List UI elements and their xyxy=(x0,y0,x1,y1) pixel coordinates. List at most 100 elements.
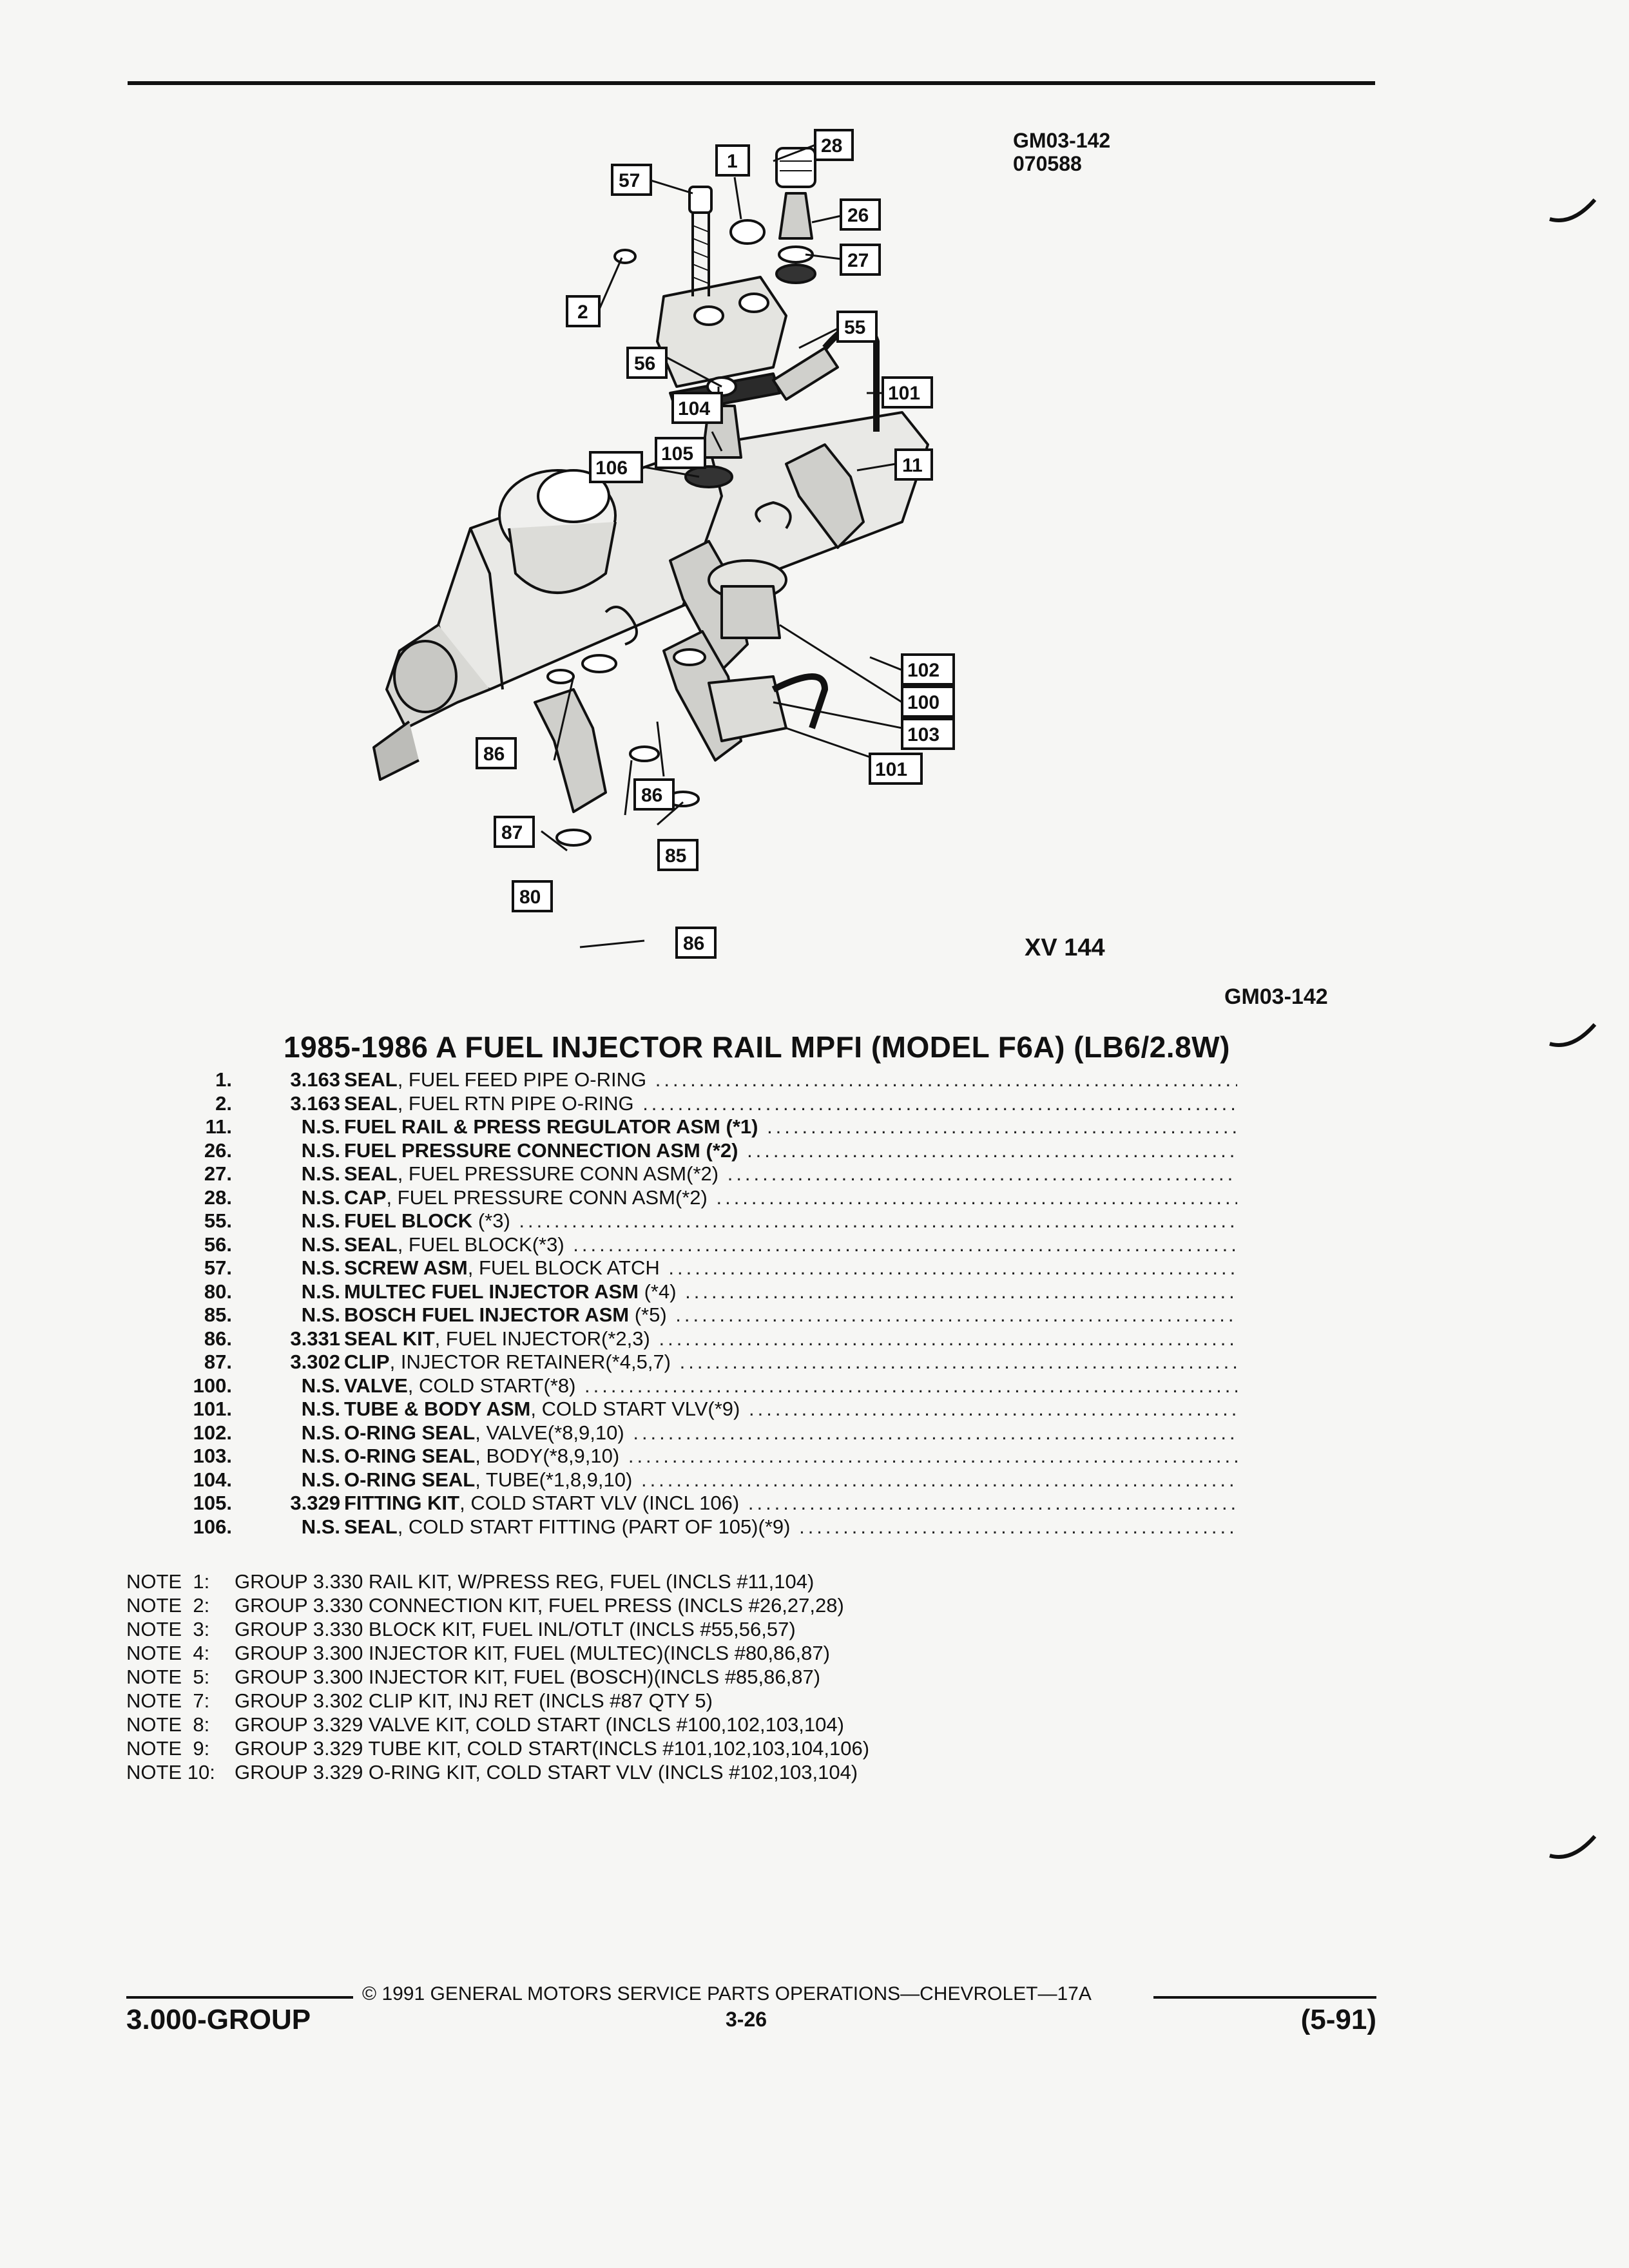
figure-id-right: GM03-142 xyxy=(1224,985,1328,1009)
callout-1: 1 xyxy=(715,144,750,177)
svg-text:56: 56 xyxy=(634,353,655,374)
note-text: GROUP 3.329 VALVE KIT, COLD START (INCLS… xyxy=(235,1713,844,1736)
svg-text:87: 87 xyxy=(501,822,523,843)
part-ref: 55. xyxy=(204,1209,232,1232)
footer-copyright: © 1991 GENERAL MOTORS SERVICE PARTS OPER… xyxy=(362,1983,1092,2004)
callout-11: 11 xyxy=(894,448,933,481)
note-text: GROUP 3.300 INJECTOR KIT, FUEL (BOSCH)(I… xyxy=(235,1666,821,1688)
leader-dots: ........................................… xyxy=(799,1515,1237,1538)
margin-mark xyxy=(1549,1023,1597,1047)
part-group: 3.329 xyxy=(290,1492,340,1514)
note-text: GROUP 3.329 O-RING KIT, COLD START VLV (… xyxy=(235,1761,858,1783)
note-text: GROUP 3.330 RAIL KIT, W/PRESS REG, FUEL … xyxy=(235,1570,815,1593)
note-text: GROUP 3.330 CONNECTION KIT, FUEL PRESS (… xyxy=(235,1594,844,1617)
part-name: VALVE xyxy=(344,1374,408,1397)
footer-rule-left xyxy=(126,1996,353,1999)
part-ref: 28. xyxy=(204,1186,232,1209)
svg-text:2: 2 xyxy=(577,302,588,323)
top-rule xyxy=(128,81,1375,85)
parts-list-title: 1985-1986 A FUEL INJECTOR RAIL MPFI (MOD… xyxy=(284,1030,1230,1064)
leader-dots: ........................................… xyxy=(767,1115,1237,1138)
svg-text:101: 101 xyxy=(888,383,920,404)
part-detail: , INJECTOR RETAINER(*4,5,7) xyxy=(389,1350,671,1373)
callout-102: 102 xyxy=(901,653,955,686)
part-group: N.S. xyxy=(301,1186,340,1209)
part-row: 28. N.S.CAP, FUEL PRESSURE CONN ASM(*2) .… xyxy=(142,1186,1237,1210)
leader-dots: ........................................… xyxy=(641,1468,1237,1491)
part-name: MULTEC FUEL INJECTOR ASM xyxy=(344,1280,639,1303)
leader-dots: ........................................… xyxy=(659,1327,1237,1350)
part-group: 3.331 xyxy=(290,1327,340,1350)
note-label: NOTE 5: xyxy=(126,1666,210,1688)
part-name: O-RING SEAL xyxy=(344,1421,476,1444)
part-description: SCREW ASM, FUEL BLOCK ATCH .............… xyxy=(344,1256,1237,1280)
part-detail: , VALVE(*8,9,10) xyxy=(475,1421,624,1444)
part-ref: 101. xyxy=(193,1398,232,1420)
part-group: N.S. xyxy=(301,1233,340,1256)
leader-dots: ........................................… xyxy=(679,1350,1237,1373)
part-row: 100.N.S.VALVE, COLD START(*8) ..........… xyxy=(142,1374,1237,1398)
note-row: NOTE 9: GROUP 3.329 TUBE KIT, COLD START(… xyxy=(126,1736,869,1760)
part-detail: , COLD START(*8) xyxy=(407,1374,576,1397)
part-group: N.S. xyxy=(301,1398,340,1420)
callout-106: 106 xyxy=(589,451,643,483)
note-row: NOTE 4:GROUP 3.300 INJECTOR KIT, FUEL (M… xyxy=(126,1641,869,1665)
part-group: N.S. xyxy=(301,1374,340,1397)
part-description: O-RING SEAL, VALVE(*8,9,10) ............… xyxy=(344,1421,1237,1445)
part-description: SEAL KIT, FUEL INJECTOR(*2,3) ..........… xyxy=(344,1327,1237,1350)
part-name: TUBE & BODY ASM xyxy=(344,1398,531,1420)
part-name: CAP xyxy=(344,1186,387,1209)
note-label: NOTE 7: xyxy=(126,1689,210,1712)
part-detail: , BODY(*8,9,10) xyxy=(475,1445,620,1467)
svg-text:28: 28 xyxy=(821,135,842,157)
part-group: N.S. xyxy=(301,1468,340,1491)
leader-dots: ........................................… xyxy=(573,1233,1237,1256)
part-name: SCREW ASM xyxy=(344,1256,468,1279)
part-ref: 26. xyxy=(204,1139,232,1162)
note-label: NOTE 9: xyxy=(126,1737,210,1760)
leader-dots: ........................................… xyxy=(628,1445,1237,1467)
leader-dots: ........................................… xyxy=(747,1492,1237,1514)
part-group: 3.163 xyxy=(290,1068,340,1091)
callout-103: 103 xyxy=(901,718,955,750)
part-group: N.S. xyxy=(301,1303,340,1326)
part-description: VALVE, COLD START(*8) ..................… xyxy=(344,1374,1237,1398)
leader-dots: ........................................… xyxy=(668,1256,1237,1279)
svg-text:105: 105 xyxy=(661,443,693,465)
part-description: SEAL, FUEL PRESSURE CONN ASM(*2) .......… xyxy=(344,1162,1237,1186)
callout-2: 2 xyxy=(566,295,601,327)
note-row: NOTE 1:GROUP 3.330 RAIL KIT, W/PRESS REG… xyxy=(126,1570,869,1593)
part-ref: 105. xyxy=(193,1492,232,1514)
leader-dots: ........................................… xyxy=(747,1139,1237,1162)
callout-86-left: 86 xyxy=(476,737,517,769)
svg-text:100: 100 xyxy=(907,692,940,713)
part-row: 56.N.S.SEAL, FUEL BLOCK(*3) ............… xyxy=(142,1233,1237,1257)
margin-mark xyxy=(1549,198,1597,222)
part-ref: 57. xyxy=(204,1256,232,1279)
note-row: NOTE 2:GROUP 3.330 CONNECTION KIT, FUEL … xyxy=(126,1593,869,1617)
part-ref: 104. xyxy=(193,1468,232,1491)
part-description: SEAL, COLD START FITTING (PART OF 105)(*… xyxy=(344,1515,1237,1539)
part-name: BOSCH FUEL INJECTOR ASM xyxy=(344,1303,630,1326)
footer-rule-right xyxy=(1153,1996,1376,1999)
part-row: 101.N.S.TUBE & BODY ASM, COLD START VLV(… xyxy=(142,1398,1237,1421)
callout-86-bottom: 86 xyxy=(675,927,717,959)
callout-57: 57 xyxy=(611,164,652,196)
part-ref: 102. xyxy=(193,1421,232,1444)
footer-group: 3.000-GROUP xyxy=(126,2004,311,2035)
note-text: GROUP 3.329 TUBE KIT, COLD START(INCLS #… xyxy=(235,1737,870,1760)
part-detail: (*3) xyxy=(472,1209,510,1232)
note-row: NOTE 7:GROUP 3.302 CLIP KIT, INJ RET (IN… xyxy=(126,1689,869,1713)
leader-dots: ........................................… xyxy=(716,1186,1237,1209)
part-row: 26.N.S.FUEL PRESSURE CONNECTION ASM (*2)… xyxy=(142,1139,1237,1163)
part-detail: , FUEL PRESSURE CONN ASM(*2) xyxy=(386,1186,708,1209)
part-detail: , FUEL FEED PIPE O-RING xyxy=(397,1068,647,1091)
svg-text:80: 80 xyxy=(519,887,541,908)
part-detail: , FUEL BLOCK ATCH xyxy=(467,1256,660,1279)
part-description: FUEL PRESSURE CONNECTION ASM (*2) ......… xyxy=(344,1139,1237,1162)
svg-text:85: 85 xyxy=(665,845,686,867)
